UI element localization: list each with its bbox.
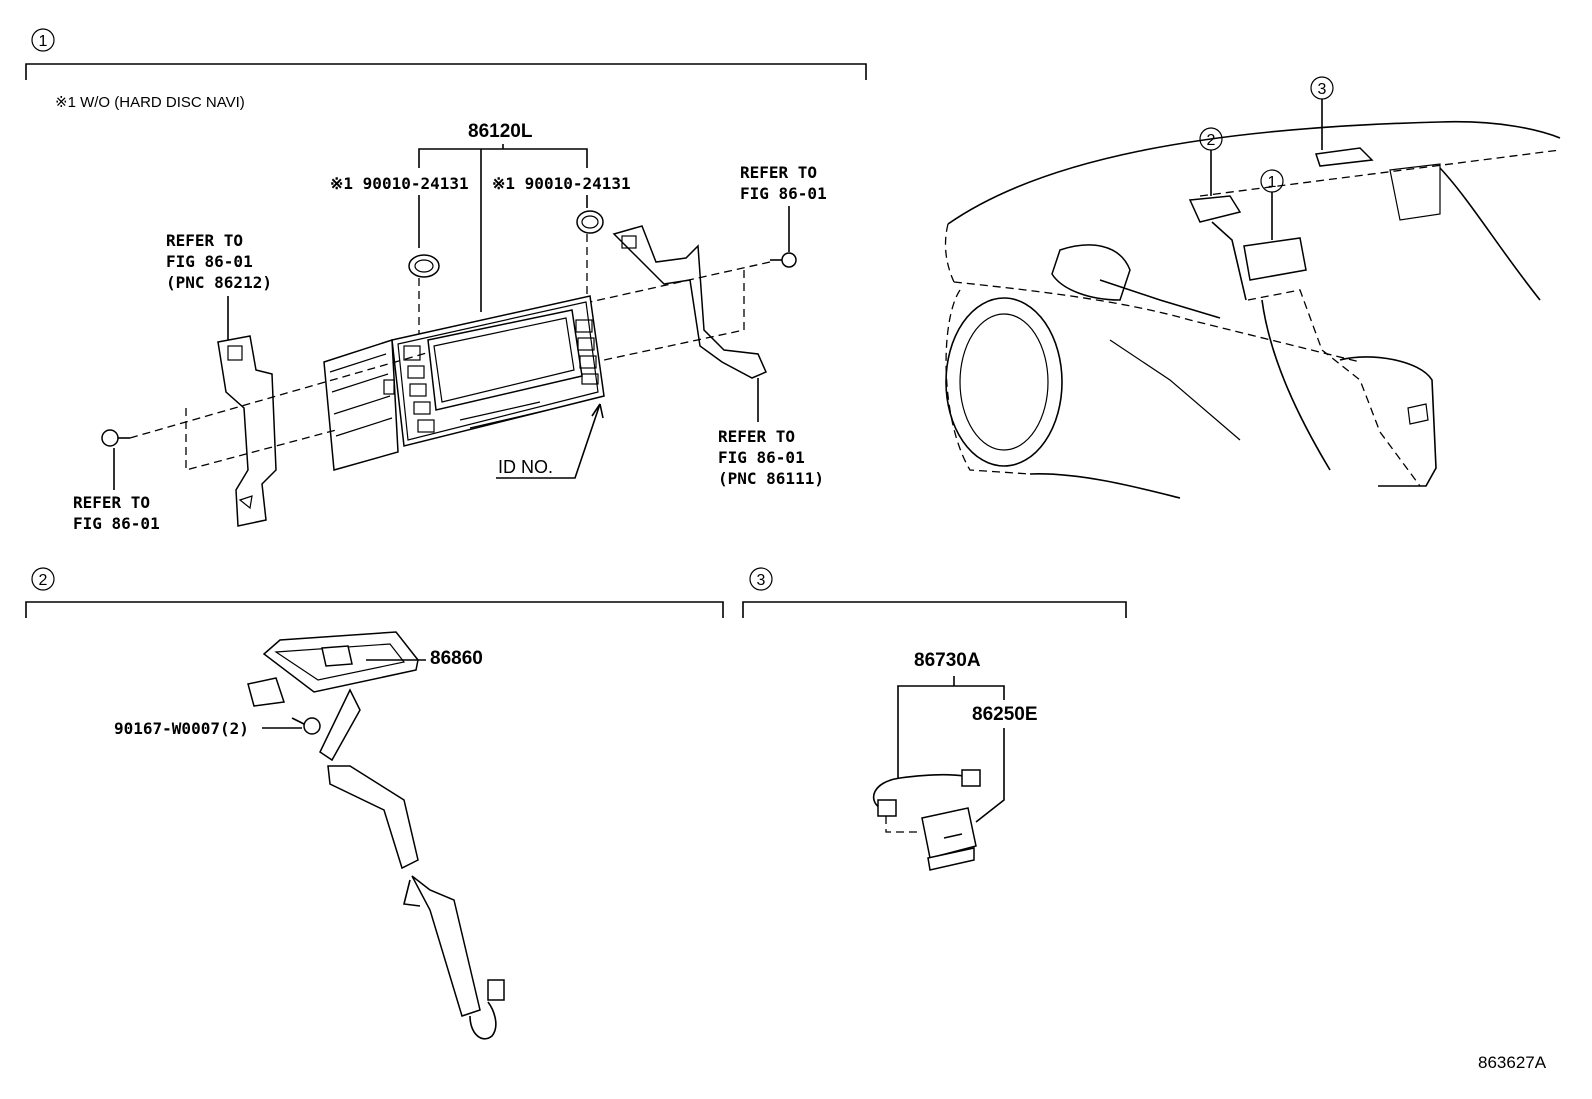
label-86120L: 86120L bbox=[468, 121, 533, 142]
figure-code: 863627A bbox=[1478, 1053, 1547, 1072]
overview-part-3 bbox=[1315, 147, 1374, 167]
ref-right-bolt-1: REFER TO bbox=[740, 163, 817, 182]
leader-86120L-bracket bbox=[418, 148, 588, 168]
ref-left-bolt-2: FIG 86-01 bbox=[73, 514, 160, 533]
section-2-bracket bbox=[25, 601, 724, 618]
ref-right-bracket-2: FIG 86-01 bbox=[718, 448, 805, 467]
label-id-no: ID NO. bbox=[498, 457, 553, 477]
section-2: 2 86860 90167-W0007(2) bbox=[25, 567, 724, 1040]
screw-90167 bbox=[291, 717, 321, 735]
cap-left bbox=[408, 254, 440, 278]
section-1-number: 1 bbox=[39, 33, 48, 50]
label-86860: 86860 bbox=[430, 648, 483, 669]
section-1-bracket bbox=[25, 63, 867, 80]
navigation-display-unit bbox=[323, 295, 605, 471]
right-bolt bbox=[770, 252, 797, 268]
left-bolt bbox=[101, 429, 130, 447]
section-3-marker bbox=[749, 567, 773, 591]
part-86860 bbox=[247, 631, 505, 1040]
ref-left-bracket-3: (PNC 86212) bbox=[166, 273, 272, 292]
ref-left-bracket-1: REFER TO bbox=[166, 231, 243, 250]
right-bracket bbox=[612, 225, 767, 379]
left-bracket bbox=[217, 335, 277, 527]
section-3-bracket bbox=[742, 601, 1127, 618]
label-90167: 90167-W0007(2) bbox=[114, 719, 249, 738]
ref-right-bracket-3: (PNC 86111) bbox=[718, 469, 824, 488]
ref-right-bracket-1: REFER TO bbox=[718, 427, 795, 446]
label-90010-left: ※1 90010-24131 bbox=[330, 174, 469, 193]
section-3-number: 3 bbox=[757, 572, 766, 589]
part-86250E-unit bbox=[921, 807, 977, 871]
section-2-number: 2 bbox=[39, 572, 48, 589]
overview-marker-3-number: 3 bbox=[1318, 81, 1327, 98]
dashboard-overview: 2 1 3 bbox=[944, 76, 1561, 499]
leader-id-no bbox=[496, 403, 601, 479]
part-86730A-harness bbox=[872, 769, 981, 833]
overview-part-1 bbox=[1243, 237, 1307, 281]
overview-part-2 bbox=[1188, 195, 1242, 223]
ref-right-bolt-2: FIG 86-01 bbox=[740, 184, 827, 203]
section-1: 1 ※1 W/O (HARD DISC NAVI) 86120L ※1 9001… bbox=[25, 28, 867, 533]
ref-left-bolt-1: REFER TO bbox=[73, 493, 150, 512]
section-3: 3 86730A 86250E bbox=[742, 567, 1127, 871]
label-90010-right: ※1 90010-24131 bbox=[492, 174, 631, 193]
note-hard-disc: ※1 W/O (HARD DISC NAVI) bbox=[55, 94, 245, 111]
section-2-marker bbox=[31, 567, 55, 591]
ref-left-bracket-2: FIG 86-01 bbox=[166, 252, 253, 271]
label-86250E: 86250E bbox=[972, 704, 1038, 725]
section-1-marker bbox=[31, 28, 55, 52]
overview-marker-1-number: 1 bbox=[1268, 174, 1277, 191]
label-86730A: 86730A bbox=[914, 650, 981, 671]
overview-marker-2-number: 2 bbox=[1207, 132, 1216, 149]
cap-right bbox=[576, 210, 604, 234]
